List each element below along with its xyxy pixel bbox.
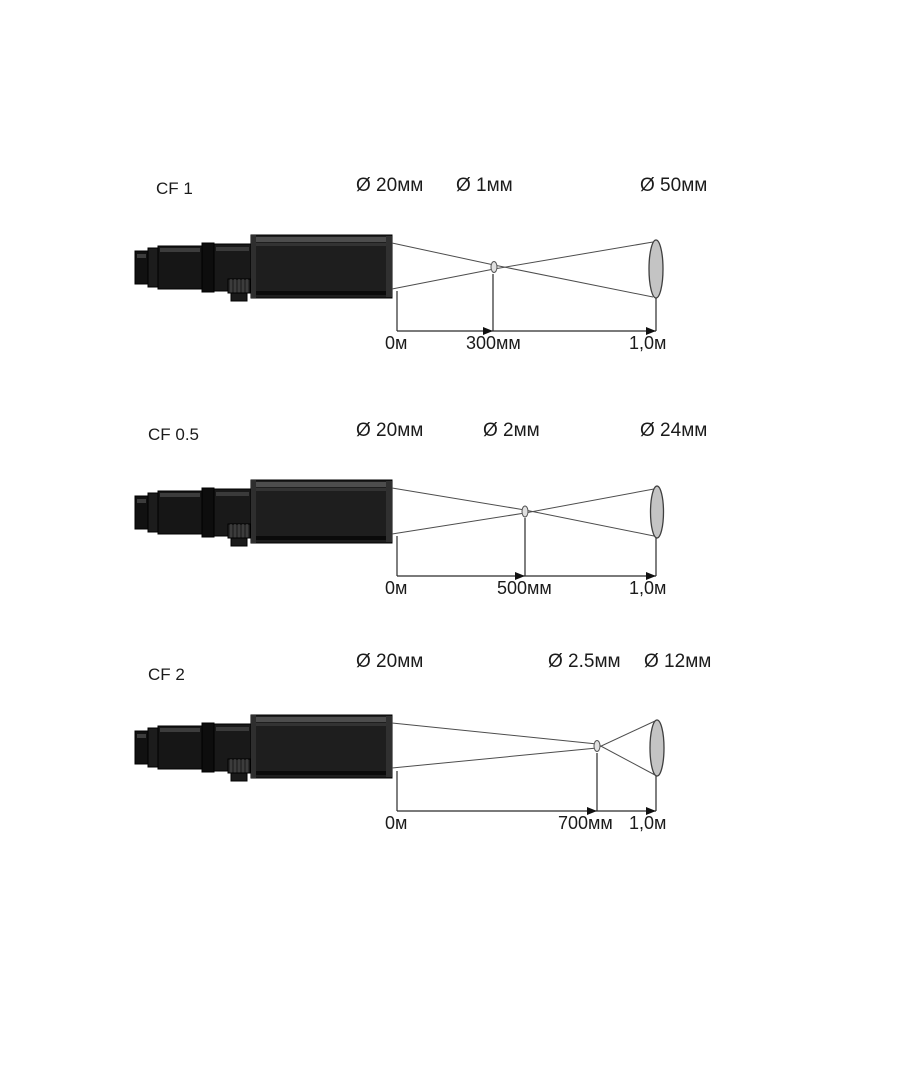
row-cf1-graphics [134,234,664,335]
axis-arrow-end [646,327,656,335]
distance-axis [396,274,657,332]
focal-spot-ellipse [521,505,529,518]
aperture-diameter-label: Ø 20мм [356,420,424,441]
axis-focus-label: 700мм [558,813,613,833]
axis-focus-label: 500мм [497,578,552,598]
target-diameter-label: Ø 24мм [640,420,708,441]
row-cf05-graphics [134,479,665,580]
focus-diameter-label: Ø 1мм [456,175,513,196]
row-cf2-graphics [134,714,665,815]
target-spot-ellipse [649,485,665,539]
target-diameter-label: Ø 12мм [644,651,712,672]
axis-origin-label: 0м [385,813,408,833]
distance-axis [396,518,657,577]
axis-origin-label: 0м [385,333,408,353]
target-spot-ellipse [648,239,664,299]
cf-label: CF 1 [156,179,193,198]
focus-diameter-label: Ø 2мм [483,420,540,441]
beam-edge-bottom [391,720,656,769]
beam-edge-top [391,722,656,776]
target-diameter-label: Ø 50мм [640,175,708,196]
axis-arrow-end [646,807,656,815]
axis-arrow-focus [483,327,493,335]
axis-end-label: 1,0м [629,578,667,598]
target-spot-ellipse [649,719,665,777]
distance-axis [396,753,657,812]
aperture-diameter-label: Ø 20мм [356,175,424,196]
focal-spot-ellipse [490,261,498,273]
axis-arrow-end [646,572,656,580]
axis-origin-label: 0м [385,578,408,598]
beam-edge-top [391,242,654,298]
pyrometer-device [134,234,393,302]
aperture-diameter-label: Ø 20мм [356,651,424,672]
pyrometer-device [134,479,393,547]
axis-end-label: 1,0м [629,333,667,353]
pyrometer-device [134,714,393,782]
cf-label: CF 0.5 [148,425,200,444]
axis-focus-label: 300мм [466,333,521,353]
focus-diameter-label: Ø 2.5мм [548,651,621,672]
cf-label: CF 2 [148,665,185,684]
axis-arrow-focus [515,572,525,580]
axis-end-label: 1,0м [629,813,667,833]
beam-edge-bottom [391,241,654,290]
focal-spot-ellipse [593,740,601,752]
axis-arrow-focus [587,807,597,815]
